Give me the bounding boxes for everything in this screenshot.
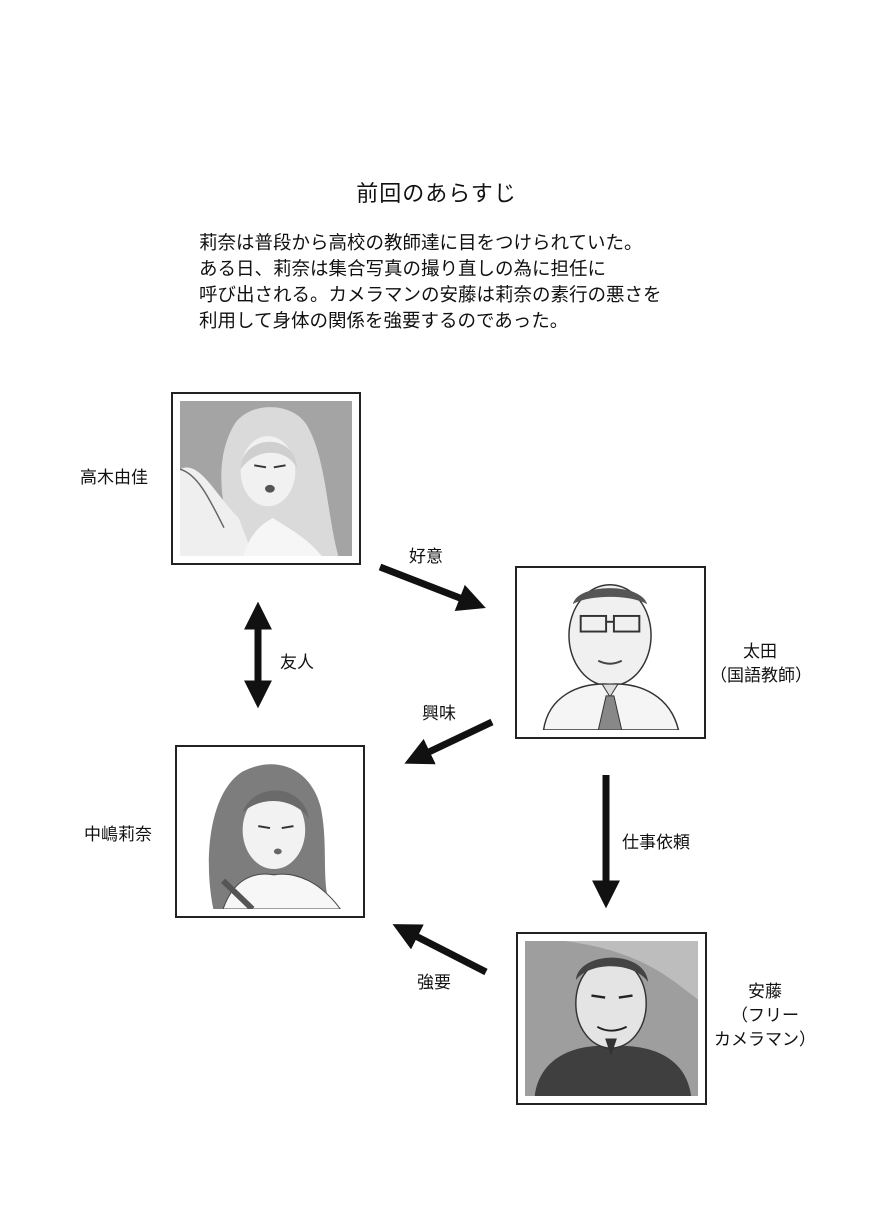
portrait-nakajima-illustration — [184, 754, 356, 909]
name-ota-name: 太田 — [743, 642, 777, 662]
arrow-ota-to-nakajima — [404, 718, 494, 765]
relation-label-kyouyou: 強要 — [417, 973, 451, 993]
portrait-ota — [515, 566, 706, 739]
portrait-ando-illustration — [525, 941, 698, 1096]
relation-label-kyoumi: 興味 — [422, 704, 456, 724]
name-ota: 太田 （国語教師） — [710, 640, 812, 688]
name-ando: 安藤 （フリー カメラマン） — [710, 980, 820, 1052]
summary-line: 莉奈は普段から高校の教師達に目をつけられていた。 — [199, 233, 643, 254]
summary-line: 利用して身体の関係を強要するのであった。 — [199, 311, 569, 332]
relation-label-kouí: 好意 — [409, 547, 443, 567]
name-ando-role-line2: カメラマン） — [714, 1030, 816, 1050]
arrow-takagi-to-ota — [378, 563, 486, 611]
relation-label-yuujin: 友人 — [280, 653, 314, 673]
portrait-ando — [516, 932, 707, 1105]
arrow-ando-to-nakajima — [392, 924, 488, 976]
name-ota-role: （国語教師） — [710, 666, 812, 686]
page-title: 前回のあらすじ — [356, 182, 517, 207]
name-takagi: 高木由佳 — [80, 468, 148, 488]
name-nakajima: 中嶋莉奈 — [84, 825, 152, 845]
name-ando-name: 安藤 — [748, 982, 782, 1002]
portrait-ota-illustration — [524, 575, 697, 730]
portrait-nakajima — [175, 745, 365, 918]
summary-line: 呼び出される。カメラマンの安藤は莉奈の素行の悪さを — [199, 285, 662, 306]
relation-label-shigoto-irai: 仕事依頼 — [622, 833, 690, 853]
summary-line: ある日、莉奈は集合写真の撮り直しの為に担任に — [199, 259, 607, 280]
portrait-takagi — [171, 392, 361, 565]
name-ando-role-line1: （フリー — [731, 1006, 799, 1026]
story-summary: 莉奈は普段から高校の教師達に目をつけられていた。 ある日、莉奈は集合写真の撮り直… — [199, 231, 759, 335]
portrait-takagi-illustration — [180, 401, 352, 556]
